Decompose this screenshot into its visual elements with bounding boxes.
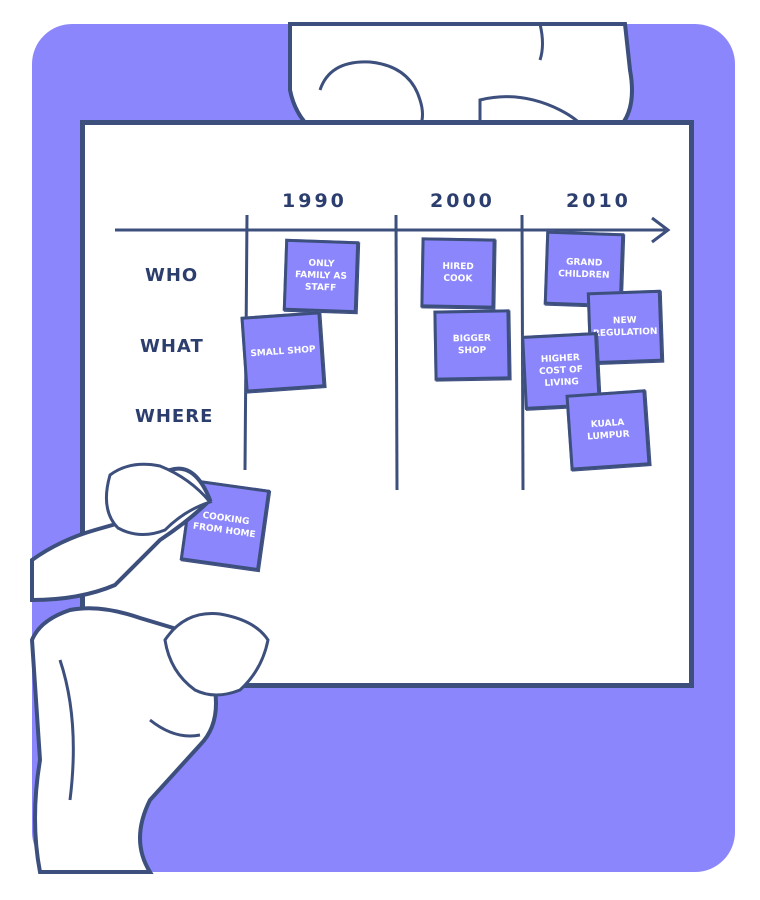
row-who: WHO bbox=[145, 265, 199, 286]
resting-hand bbox=[163, 612, 270, 697]
divider-2000 bbox=[394, 214, 399, 491]
reaching-hand bbox=[104, 462, 213, 536]
axis-arrow-icon bbox=[651, 216, 671, 244]
year-2000: 2000 bbox=[430, 190, 495, 212]
year-1990: 1990 bbox=[282, 190, 347, 212]
year-2010: 2010 bbox=[566, 190, 631, 212]
row-where: WHERE bbox=[135, 406, 214, 427]
resting-arm bbox=[29, 606, 218, 874]
row-what: WHAT bbox=[140, 336, 204, 357]
